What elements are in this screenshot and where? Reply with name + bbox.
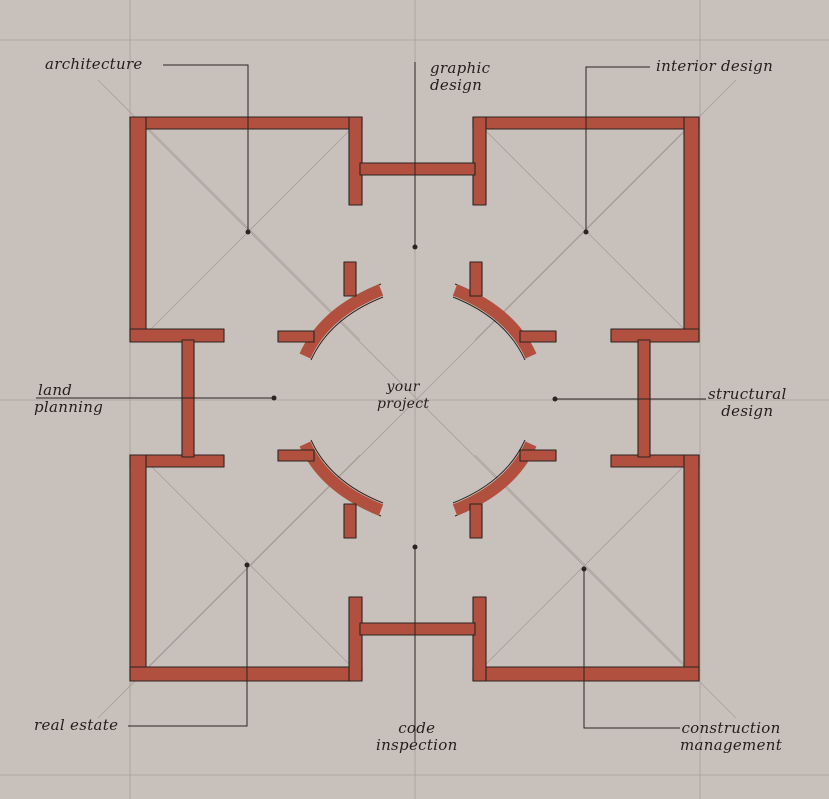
label-land-planning-line2: planning — [34, 398, 104, 416]
label-construction-management-line2: management — [680, 736, 783, 754]
room-bottom-right-walls — [472, 454, 700, 682]
label-your-project-line1: your — [386, 379, 420, 395]
label-graphic-design-line2: design — [430, 76, 483, 94]
label-construction-management-line1: construction — [681, 719, 781, 737]
label-code-inspection: code inspection — [376, 720, 458, 754]
label-land-planning-line1: land — [38, 381, 73, 399]
room-bottom-left-walls — [129, 454, 363, 682]
label-structural-design: structural design — [708, 386, 787, 420]
label-code-inspection-line2: inspection — [376, 736, 458, 754]
label-construction-management: construction management — [680, 720, 782, 754]
label-graphic-design: graphic design — [430, 60, 490, 94]
label-land-planning: land planning — [34, 382, 103, 416]
label-your-project-line2: project — [377, 396, 430, 412]
label-structural-design-line1: structural — [708, 385, 787, 403]
label-leaders — [36, 62, 706, 742]
room-top-left-walls — [129, 116, 363, 343]
label-code-inspection-line1: code — [398, 719, 436, 737]
label-your-project: your project — [377, 379, 429, 413]
central-arc-walls — [277, 261, 557, 539]
label-interior-design: interior design — [656, 57, 774, 75]
label-architecture: architecture — [45, 55, 143, 73]
label-graphic-design-line1: graphic — [430, 59, 491, 77]
label-real-estate: real estate — [34, 716, 119, 734]
label-structural-design-line2: design — [721, 402, 774, 420]
